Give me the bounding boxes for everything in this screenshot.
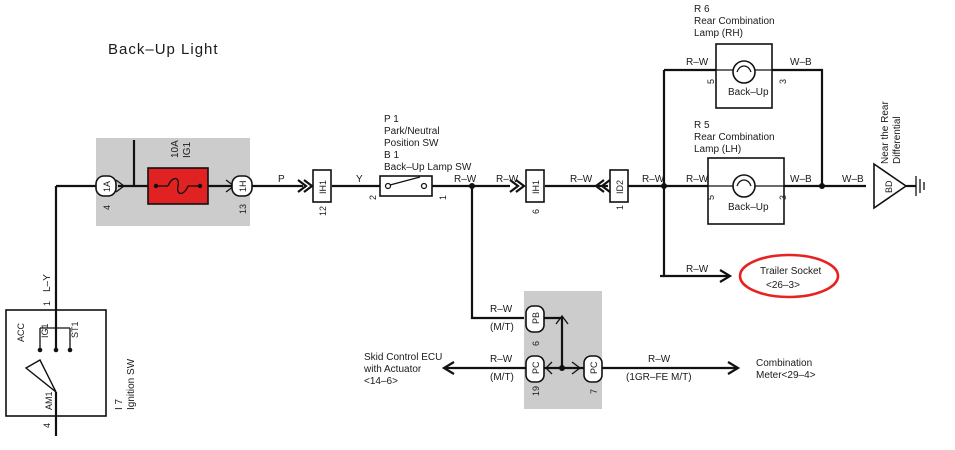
svg-text:ACC: ACC bbox=[16, 322, 26, 342]
svg-text:BD: BD bbox=[884, 180, 894, 193]
skid-ecu-ref: <14–6> bbox=[364, 376, 398, 387]
wire-label-wb-gnd: W–B bbox=[842, 174, 864, 185]
svg-text:Back–Up: Back–Up bbox=[728, 202, 769, 213]
meter-label-1: Combination bbox=[756, 358, 812, 369]
svg-text:1A: 1A bbox=[102, 181, 112, 192]
connector-1h: 1H 13 bbox=[231, 175, 253, 214]
svg-text:PB: PB bbox=[531, 312, 541, 324]
wire-label-rw-r5: R–W bbox=[686, 174, 709, 185]
wire-label-ly: L–Y bbox=[42, 274, 53, 292]
lamp-r6-name1: Rear Combination bbox=[694, 16, 775, 27]
svg-text:1: 1 bbox=[615, 205, 625, 210]
wire-label-rw-2: R–W bbox=[496, 174, 519, 185]
wire-label-mt-1: (M/T) bbox=[490, 322, 514, 333]
lamp-r6-name2: Lamp (RH) bbox=[694, 28, 743, 39]
wire-label-rw-pb: R–W bbox=[490, 304, 513, 315]
wire-label-gr: (1GR–FE M/T) bbox=[626, 372, 692, 383]
connector-1a: 1A 4 bbox=[95, 175, 117, 210]
svg-text:4: 4 bbox=[102, 205, 112, 210]
ignition-switch: ACC IG1 ST1 AM1 1 4 bbox=[5, 301, 107, 436]
lamp-r5-code: R 5 bbox=[694, 120, 710, 131]
trailer-socket-highlight bbox=[738, 253, 840, 299]
connector-ih1-first: IH1 12 bbox=[312, 169, 332, 216]
connector-ih1-second: IH1 6 bbox=[525, 169, 545, 214]
lamp-r5-name1: Rear Combination bbox=[694, 132, 775, 143]
lamp-r6-rh: Back–Up 5 3 bbox=[706, 43, 788, 109]
arrow-1a bbox=[115, 179, 126, 193]
svg-text:3: 3 bbox=[778, 79, 788, 84]
svg-text:1: 1 bbox=[438, 195, 448, 200]
svg-text:ID2: ID2 bbox=[615, 180, 625, 194]
switch-name-2: Position SW bbox=[384, 138, 439, 149]
svg-text:4: 4 bbox=[42, 423, 52, 428]
svg-text:13: 13 bbox=[238, 204, 248, 214]
svg-text:7: 7 bbox=[589, 389, 599, 394]
connector-pc-19: PC 19 bbox=[525, 355, 545, 396]
switch-code-b1: B 1 bbox=[384, 150, 399, 161]
skid-ecu-label-2: with Actuator bbox=[363, 364, 422, 375]
svg-text:3: 3 bbox=[778, 195, 788, 200]
wire-label-rw-pc: R–W bbox=[490, 354, 513, 365]
lamp-r6-code: R 6 bbox=[694, 4, 710, 15]
svg-text:PC: PC bbox=[589, 361, 599, 374]
svg-text:2: 2 bbox=[368, 195, 378, 200]
svg-text:Back–Up: Back–Up bbox=[728, 87, 769, 98]
wire-label-y: Y bbox=[356, 174, 363, 185]
svg-text:PC: PC bbox=[531, 361, 541, 374]
wire-label-rw-meter: R–W bbox=[648, 354, 671, 365]
svg-text:12: 12 bbox=[318, 206, 328, 216]
svg-text:AM1: AM1 bbox=[44, 391, 54, 410]
svg-text:6: 6 bbox=[531, 209, 541, 214]
ignition-name: Ignition SW bbox=[126, 358, 137, 410]
wire-label-rw-1: R–W bbox=[454, 174, 477, 185]
diagram-title: Back–Up Light bbox=[108, 41, 219, 58]
svg-text:IG1: IG1 bbox=[40, 323, 50, 338]
svg-text:1: 1 bbox=[42, 301, 52, 306]
fuse-name: IG1 bbox=[182, 141, 193, 158]
svg-text:5: 5 bbox=[706, 79, 716, 84]
trailer-socket-label: Trailer Socket bbox=[760, 266, 822, 277]
svg-text:19: 19 bbox=[531, 386, 541, 396]
lamp-r5-lh: Back–Up 5 3 bbox=[706, 157, 788, 225]
meter-label-2: Meter<29–4> bbox=[756, 370, 816, 381]
connector-id2: ID2 1 bbox=[609, 169, 629, 210]
ignition-code: I 7 bbox=[114, 398, 125, 410]
switch-name-3: Back–Up Lamp SW bbox=[384, 162, 472, 173]
wire-label-rw-r6: R–W bbox=[686, 57, 709, 68]
ground-bd: BD bbox=[873, 162, 925, 210]
wire-label-mt-2: (M/T) bbox=[490, 372, 514, 383]
svg-text:IH1: IH1 bbox=[318, 180, 328, 194]
wire-label-rw-trailer: R–W bbox=[686, 264, 709, 275]
svg-text:ST1: ST1 bbox=[70, 321, 80, 338]
ground-loc-2: Differential bbox=[892, 116, 903, 164]
svg-text:6: 6 bbox=[531, 341, 541, 346]
switch-name-1: Park/Neutral bbox=[384, 126, 440, 137]
svg-text:IH1: IH1 bbox=[531, 180, 541, 194]
ground-loc-1: Near the Rear bbox=[880, 101, 891, 164]
svg-text:1H: 1H bbox=[238, 180, 248, 192]
svg-text:5: 5 bbox=[706, 195, 716, 200]
trailer-socket-ref: <26–3> bbox=[766, 280, 800, 291]
back-up-lamp-switch: 2 1 bbox=[368, 175, 448, 200]
skid-ecu-label-1: Skid Control ECU bbox=[364, 352, 442, 363]
wire-label-rw-4: R–W bbox=[642, 174, 665, 185]
wire-label-rw-3: R–W bbox=[570, 174, 593, 185]
wire-label-wb-r6: W–B bbox=[790, 57, 812, 68]
lamp-r5-name2: Lamp (LH) bbox=[694, 144, 741, 155]
switch-code-p1: P 1 bbox=[384, 114, 399, 125]
fuse-rating: 10A bbox=[170, 140, 181, 158]
wire-label-p: P bbox=[278, 174, 285, 185]
wire-label-wb-r5: W–B bbox=[790, 174, 812, 185]
